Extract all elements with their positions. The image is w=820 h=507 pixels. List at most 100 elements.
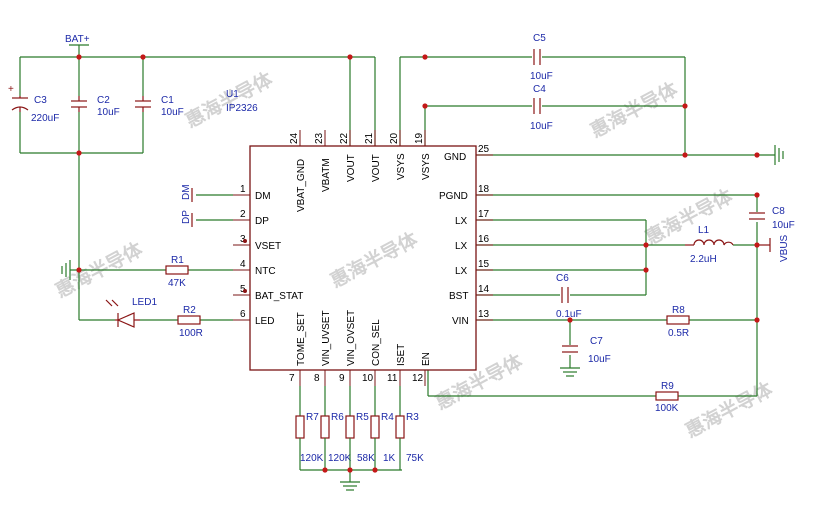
resistor-r5: R5 58K — [345, 386, 375, 470]
c6-value: 0.1uF — [556, 309, 582, 320]
r6-ref: R6 — [331, 412, 344, 423]
pin-name: TOME_SET — [296, 312, 307, 366]
pin-num: 16 — [478, 234, 490, 245]
pin-num: 19 — [414, 132, 425, 144]
c2-ref: C2 — [97, 95, 110, 106]
pin-name: VSYS — [421, 153, 432, 180]
net-label-dm: DM — [181, 184, 192, 200]
resistor-r4: R4 1K — [370, 386, 396, 470]
c5-value: 10uF — [530, 71, 553, 82]
pin-num: 2 — [240, 209, 246, 220]
pin-num: 18 — [478, 184, 490, 195]
pin-num: 11 — [387, 373, 398, 384]
r2-ref: R2 — [183, 305, 196, 316]
pin-num: 15 — [478, 259, 490, 270]
pin-num: 24 — [289, 132, 300, 144]
resistor-r7: R7 120K — [295, 386, 324, 470]
r1-value: 47K — [168, 278, 186, 289]
r8-ref: R8 — [672, 305, 685, 316]
capacitor-c8: C8 10uF — [749, 206, 795, 231]
c4-value: 10uF — [530, 121, 553, 132]
capacitor-c7: C7 10uF — [562, 336, 611, 365]
resistor-r2: R2 100R — [177, 305, 203, 339]
r5-value: 58K — [357, 453, 375, 464]
pin-num: 21 — [364, 132, 375, 144]
r3-ref: R3 — [406, 412, 419, 423]
pin-num: 4 — [240, 259, 246, 270]
pin-num: 7 — [289, 373, 295, 384]
c8-value: 10uF — [772, 220, 795, 231]
net-labels: BAT+ DM DP VBUS — [65, 34, 790, 262]
pin-num: 23 — [314, 132, 325, 144]
r8-value: 0.5R — [668, 328, 689, 339]
net-label-dp: DP — [181, 210, 192, 224]
ic-ref: U1 — [226, 89, 239, 100]
c1-value: 10uF — [161, 107, 184, 118]
pin-name: LX — [455, 241, 468, 252]
pin-num: 14 — [478, 284, 490, 295]
l1-value: 2.2uH — [690, 254, 717, 265]
pin-name: LX — [455, 266, 468, 277]
pin-name: BST — [449, 291, 468, 302]
pin-name: VOUT — [371, 154, 382, 182]
pin-num: 20 — [389, 132, 400, 144]
pin-name: VSET — [255, 241, 281, 252]
pin-name: LX — [455, 216, 468, 227]
pin-num: 22 — [339, 132, 350, 144]
pin-num: 3 — [240, 234, 246, 245]
ic-u1: U1 IP2326 1 DM 2 DP 3 VSET 4 NTC 5 BAT_S… — [226, 89, 493, 386]
pin-name: VBAT_GND — [296, 159, 307, 212]
net-label-vbus: VBUS — [779, 234, 790, 262]
c8-ref: C8 — [772, 206, 785, 217]
led1-ref: LED1 — [132, 297, 157, 308]
pin-name: NTC — [255, 266, 276, 277]
ground-symbols — [61, 145, 784, 491]
c7-ref: C7 — [590, 336, 603, 347]
c4-ref: C4 — [533, 84, 546, 95]
watermark: 惠海半导体 — [432, 349, 528, 414]
pin-name: PGND — [439, 191, 468, 202]
ic-part: IP2326 — [226, 103, 258, 114]
pin-name: EN — [421, 352, 432, 366]
r6-value: 120K — [328, 453, 352, 464]
watermark: 惠海半导体 — [587, 77, 683, 142]
r9-ref: R9 — [661, 381, 674, 392]
ground-icon — [560, 367, 580, 377]
l1-ref: L1 — [698, 225, 710, 236]
pin-num: 9 — [339, 373, 345, 384]
r4-ref: R4 — [381, 412, 394, 423]
ground-icon — [61, 260, 71, 280]
r9-value: 100K — [655, 403, 679, 414]
pin-name: VSYS — [396, 153, 407, 180]
pin-name: LED — [255, 316, 274, 327]
pin-num: 17 — [478, 209, 490, 220]
pin-name: DM — [255, 191, 271, 202]
c3-value: 220uF — [31, 113, 59, 124]
resistor-r8: R8 0.5R — [666, 305, 690, 339]
watermark: 惠海半导体 — [327, 227, 423, 292]
pin-num: 8 — [314, 373, 320, 384]
ground-icon — [774, 145, 784, 165]
pin-name: VIN_UVSET — [321, 310, 332, 366]
pin-name: ISET — [396, 344, 407, 366]
c3-ref: C3 — [34, 95, 47, 106]
inductor-l1: L1 2.2uH — [685, 225, 734, 265]
led-led1: LED1 — [105, 297, 157, 328]
watermark: 惠海半导体 — [642, 184, 738, 249]
c6-ref: C6 — [556, 273, 569, 284]
resistor-r6: R6 120K — [320, 386, 352, 470]
pin-name: BAT_STAT — [255, 291, 303, 302]
capacitor-c3: + C3 220uF — [8, 84, 59, 124]
c7-value: 10uF — [588, 354, 611, 365]
capacitor-c1: C1 10uF — [135, 95, 184, 118]
pin-num: 5 — [240, 284, 246, 295]
pin-name: VOUT — [346, 154, 357, 182]
watermark: 惠海半导体 — [682, 377, 778, 442]
pin-num: 1 — [240, 184, 246, 195]
pin-num: 13 — [478, 309, 490, 320]
junction-dots — [76, 54, 760, 473]
r2-value: 100R — [179, 328, 203, 339]
plus-sign: + — [8, 84, 14, 95]
ground-icon — [340, 481, 360, 491]
